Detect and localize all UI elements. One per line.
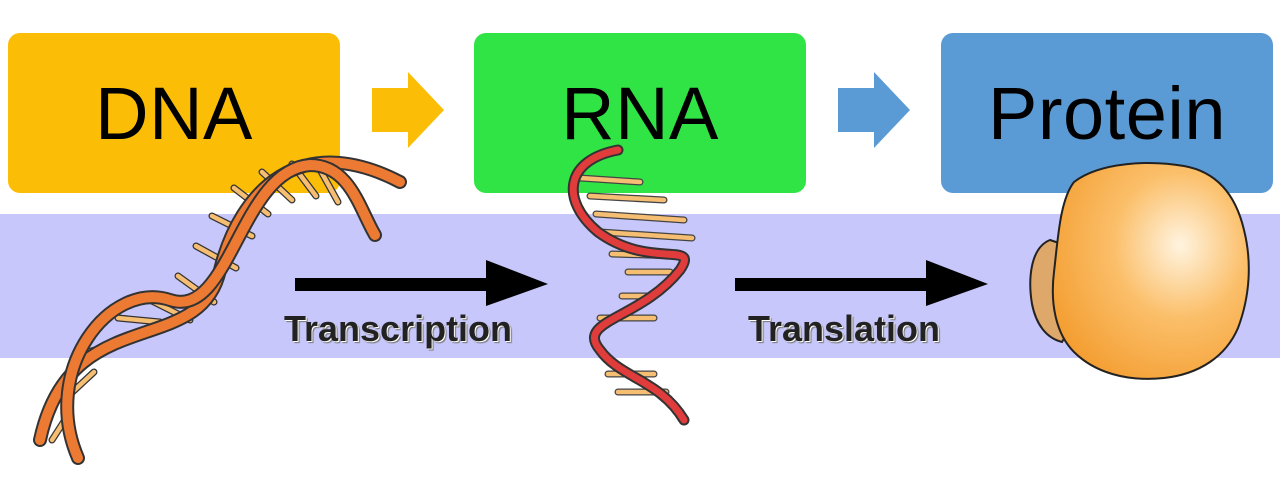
- translation-label: Translation: [748, 308, 941, 349]
- dna-label: DNA: [95, 71, 253, 155]
- rna-box: RNA: [474, 33, 806, 193]
- dna-to-rna-arrow: [372, 72, 444, 148]
- protein-blob-icon: [1029, 162, 1250, 380]
- rna-label: RNA: [561, 71, 719, 155]
- rna-strand-icon: [567, 144, 696, 426]
- translation-arrow: [735, 260, 988, 306]
- rna-to-protein-arrow: [838, 72, 910, 148]
- protein-box: Protein: [941, 33, 1273, 193]
- protein-label: Protein: [988, 71, 1226, 155]
- transcription-arrow: [295, 260, 548, 306]
- dna-double-helix-icon: [33, 155, 407, 465]
- transcription-label: Transcription: [284, 308, 513, 349]
